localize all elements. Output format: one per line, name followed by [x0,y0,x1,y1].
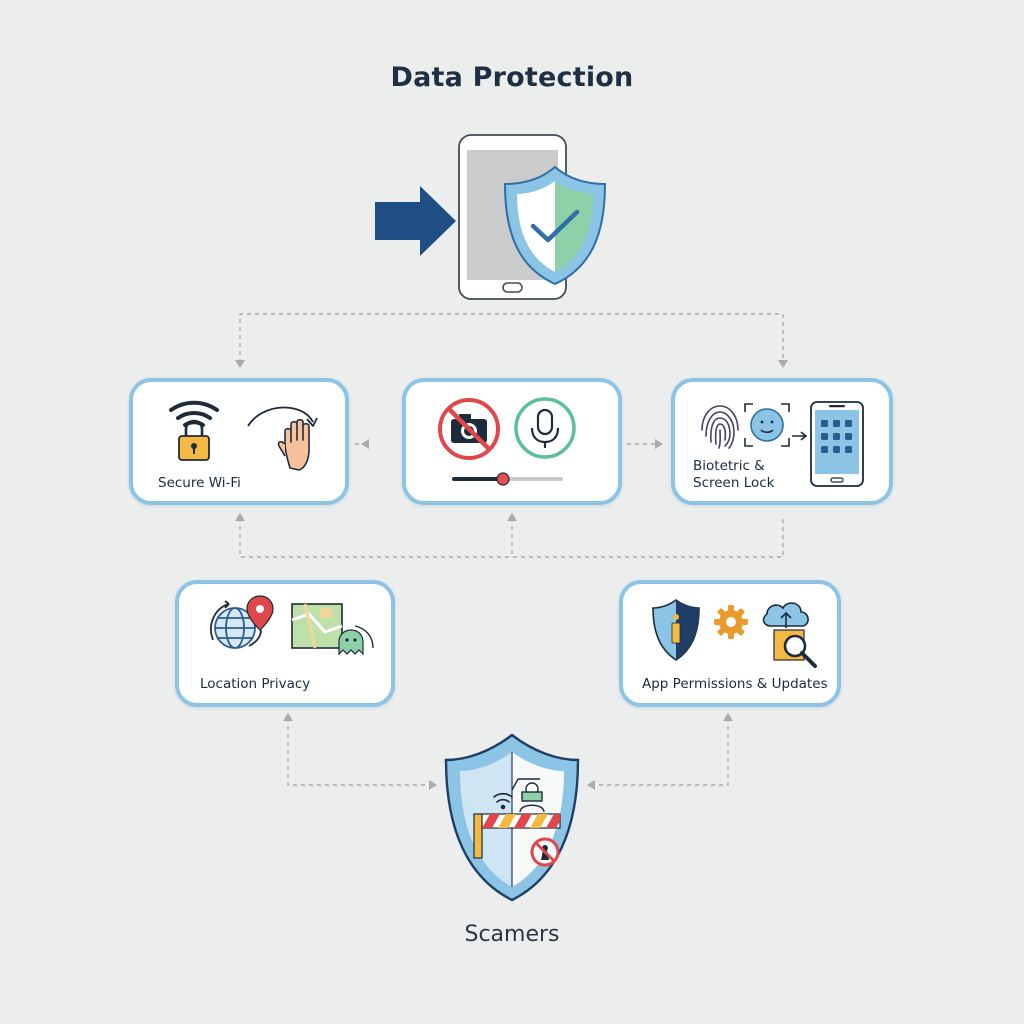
keypad-phone-icon [810,401,864,487]
card-secure-wifi-label: Secure Wi-Fi [158,475,241,491]
card-app-permissions-updates[interactable]: App Permissions & Updates [619,580,841,707]
ghost-icon [338,625,374,656]
map-icon [291,603,343,649]
microphone-icon [514,397,576,459]
card-biometric-screen-lock[interactable]: Biotetric & Screen Lock [671,378,893,505]
shield-check-icon [503,165,607,286]
card-location-privacy[interactable]: Location Privacy [175,580,395,707]
magnifier-icon [783,634,817,668]
no-camera-icon [438,398,500,460]
card-secure-wifi[interactable]: Secure Wi-Fi [129,378,349,505]
slider-icon [452,472,563,486]
padlock-icon [178,419,210,461]
card-location-privacy-label: Location Privacy [200,676,311,692]
arrow-right-icon [375,186,456,256]
hand-stop-icon [277,418,310,471]
card-biometric-label-line1: Biotetric & [693,458,765,474]
page-title: Data Protection [390,62,634,93]
face-scan-icon [744,403,808,447]
fingerprint-icon [701,405,739,449]
info-shield-icon [652,599,700,661]
globe-icon [210,600,262,649]
bottom-caption: Scamers [464,922,560,947]
curved-arrow-icon [247,406,318,427]
gear-icon [714,605,748,639]
location-pin-icon [246,595,274,631]
card-biometric-label-line2: Screen Lock [693,475,775,491]
card-app-permissions-label: App Permissions & Updates [642,676,828,692]
card-media-permissions[interactable] [402,378,622,505]
